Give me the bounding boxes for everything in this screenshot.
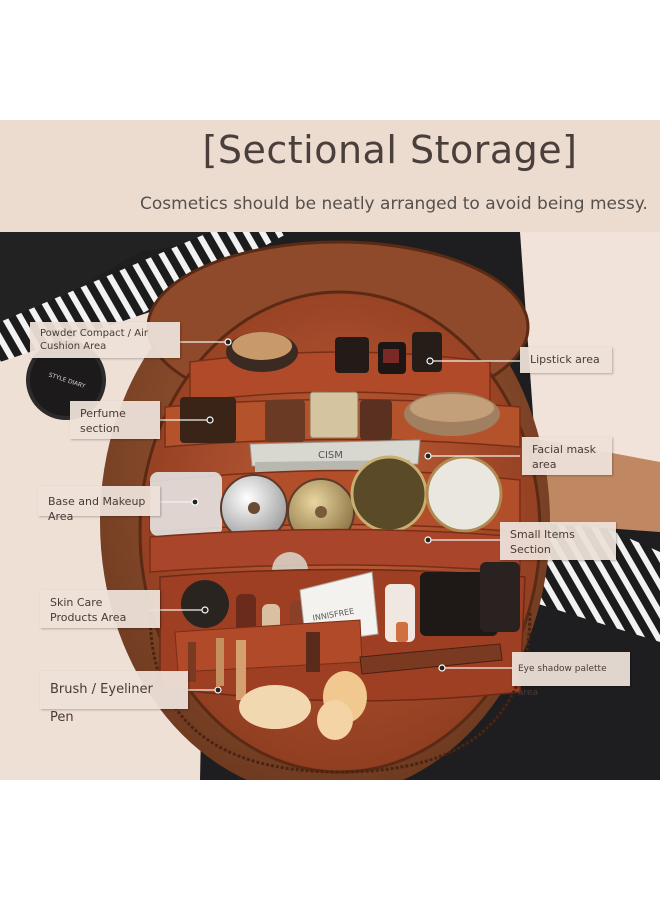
makeup-brush bbox=[188, 642, 196, 682]
product-photo: STYLE DIARY CISM bbox=[0, 232, 660, 780]
cream-jar-white bbox=[425, 455, 503, 533]
brush-head bbox=[239, 685, 311, 729]
eye-shadow-palette bbox=[420, 572, 498, 636]
mask-label: CISM bbox=[318, 450, 343, 461]
perfume-cap-gold bbox=[309, 391, 359, 439]
callout-eye-shadow: Eye shadow palette area bbox=[512, 652, 630, 698]
callout-powder-compact: Powder Compact / Air Cushion Area bbox=[30, 322, 180, 358]
callout-base-makeup: Base and Makeup Area bbox=[38, 486, 160, 523]
lipstick bbox=[335, 337, 369, 373]
callout-lipstick: Lipstick area bbox=[520, 347, 612, 373]
skincare-jar bbox=[181, 580, 229, 628]
callout-facial-mask: Facial mask area bbox=[522, 437, 612, 475]
callout-brush-eyeliner: Brush / Eyeliner Pen bbox=[40, 671, 188, 725]
header-banner bbox=[0, 120, 660, 232]
callout-small-items: Small Items Section bbox=[500, 522, 616, 560]
callout-lines bbox=[150, 338, 520, 694]
callout-perfume: Perfume section bbox=[70, 401, 160, 439]
callout-skin-care: Skin Care Products Area bbox=[40, 590, 160, 628]
makeup-bottle bbox=[150, 472, 222, 536]
page-subtitle: Cosmetics should be neatly arranged to a… bbox=[140, 194, 648, 214]
cream-jar-bronze bbox=[350, 455, 428, 533]
page-title: [Sectional Storage] bbox=[202, 128, 578, 172]
